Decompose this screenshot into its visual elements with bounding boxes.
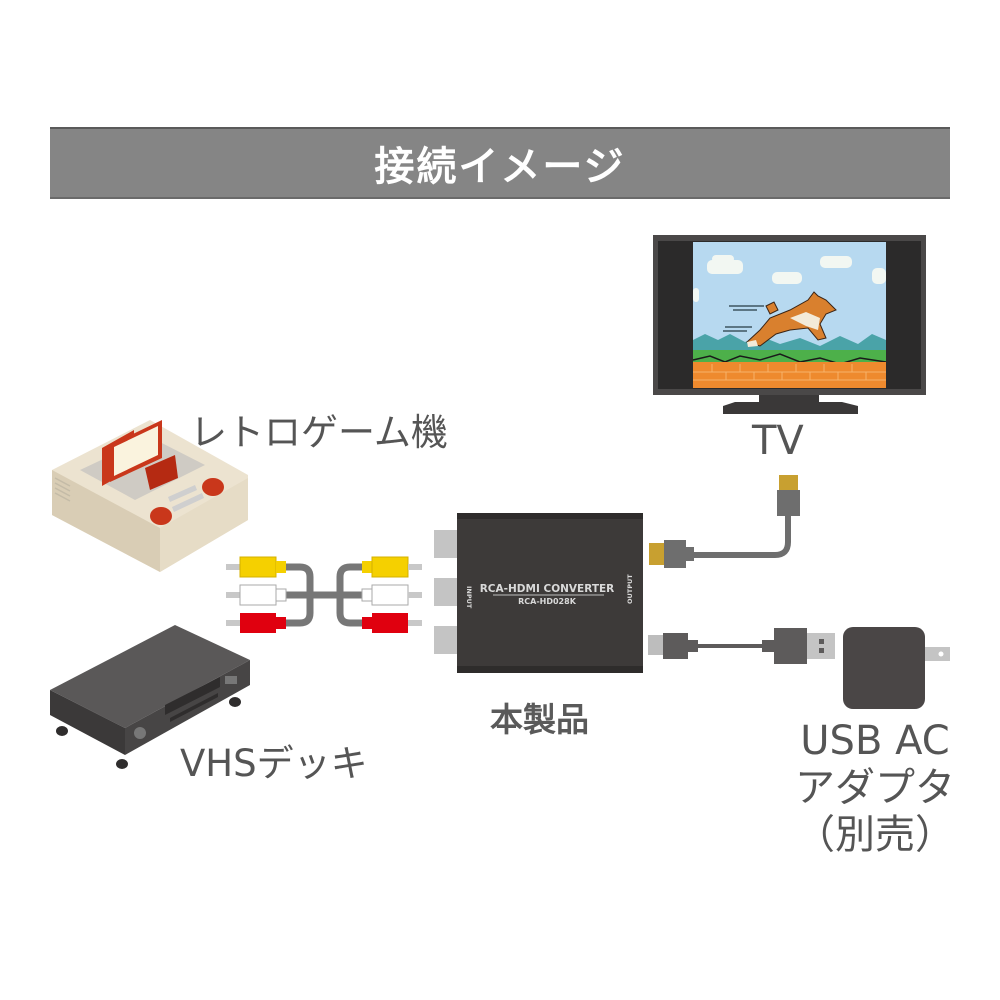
usb-a-plug [774,628,807,664]
rca-plug-right-white [361,584,422,606]
hdmi-plug-product [664,540,686,568]
retro-console-icon [52,420,248,572]
input-label: INPUT [465,586,473,609]
product-label: 本製品 [490,700,589,739]
hdmi-plug-tv [777,490,800,516]
tv-icon [653,235,926,414]
converter-name-plate: RCA-HDMI CONVERTER [480,583,615,595]
title-banner: 接続イメージ [50,127,950,199]
rca-cable [226,556,422,633]
retro-console-label: レトロゲーム機 [190,411,448,454]
rca-plug-left-red [226,613,286,633]
banner-title: 接続イメージ [374,144,626,190]
adapter-prong [925,647,950,661]
hdmi-cable [649,475,800,568]
usb-cable [648,628,835,664]
converter-model: RCA-HD028K [518,597,577,606]
tv-screen-game-scene [692,242,887,388]
converter-body [457,513,643,673]
adapter-label-line1: USB AC [800,718,950,764]
vhs-deck-label: VHSデッキ [180,742,368,785]
rca-plug-left-yellow [226,556,286,578]
adapter-label-line3: （別売） [795,812,955,858]
rca-plug-right-yellow [362,556,422,578]
tv-label: TV [752,418,804,464]
rca-plug-right-red [362,613,422,633]
usb-ac-adapter-icon [843,627,950,709]
vhs-deck-icon [50,625,250,769]
hills [693,334,886,350]
converter-device: RCA-HDMI CONVERTER RCA-HD028K INPUT OUTP… [434,513,643,673]
input-port-1 [434,530,457,558]
input-port-2 [434,578,457,606]
usb-micro-tip [648,635,663,655]
hdmi-plug-product-tip [649,543,664,565]
clouds [693,255,886,302]
input-port-3 [434,626,457,654]
hdmi-plug-tv-tip [779,475,798,490]
rca-plug-left-white [226,584,287,606]
usb-micro-plug [663,633,688,659]
running-dog [723,291,837,347]
tv-stand [723,402,858,414]
adapter-label-line2: アダプタ [795,765,955,811]
brick-ground [693,362,886,388]
output-label: OUTPUT [626,574,634,604]
adapter-body [843,627,925,709]
usb-ac-adapter-label: USB AC アダプタ （別売） [790,718,960,859]
usb-a-tip [807,633,835,659]
